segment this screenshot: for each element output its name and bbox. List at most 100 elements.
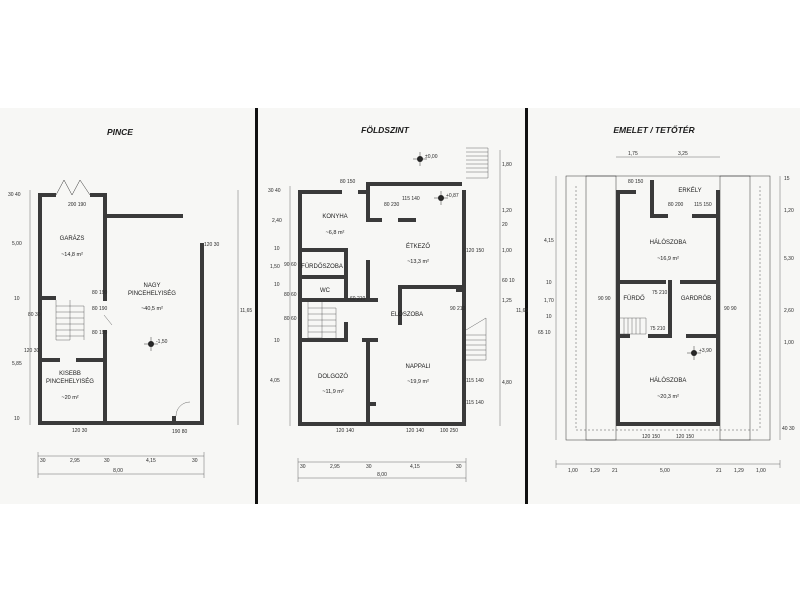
- wall: [358, 190, 370, 194]
- opening-label: 80 190: [92, 306, 108, 312]
- sheet-pince: [0, 108, 255, 504]
- plan-pince: PINCE GARÁZS ~14,8 m² NAGY PINCEHELYISÉG…: [8, 127, 252, 478]
- room-label: WC: [320, 288, 331, 294]
- wall: [38, 193, 56, 197]
- room-area: ~14,8 m²: [61, 252, 83, 258]
- level-crosshair: [687, 346, 701, 360]
- dimension-label: 65 10: [538, 330, 551, 336]
- wall: [344, 248, 348, 298]
- wall: [298, 190, 302, 426]
- wall: [616, 280, 666, 284]
- wall: [76, 358, 106, 362]
- dimension-label: 1,70: [544, 298, 554, 304]
- room-label: NAGY: [143, 283, 160, 289]
- wall: [38, 421, 203, 425]
- dimension-label: 1,80: [502, 162, 512, 168]
- opening-label: 100 250: [440, 428, 458, 434]
- dimension-label: 21: [716, 468, 722, 474]
- opening-label: 200 190: [68, 202, 86, 208]
- opening-label: 80 230: [384, 202, 400, 208]
- wall: [650, 214, 668, 218]
- dimension-label: 4,15: [146, 458, 156, 464]
- dimension-label: 10: [14, 296, 20, 302]
- level-label: -1,50: [156, 339, 168, 345]
- opening-label: 80 190: [92, 290, 108, 296]
- dimension-label: 30 40: [268, 188, 281, 194]
- level-crosshair: [413, 152, 427, 166]
- dimension-label: 30 40: [8, 192, 21, 198]
- room-label: ÉTKEZŐ: [406, 243, 430, 250]
- room-area: ~16,9 m²: [657, 256, 679, 262]
- dimension-label: 60 10: [502, 278, 515, 284]
- room-label: DOLGOZÓ: [318, 373, 348, 380]
- dimension-label: 40 30: [782, 426, 795, 432]
- wall: [103, 193, 107, 301]
- wall: [366, 182, 462, 186]
- opening-label: 120 30: [72, 428, 88, 434]
- dimension-label: 20: [502, 222, 508, 228]
- wall: [298, 248, 348, 252]
- dimension-label: 30: [40, 458, 46, 464]
- roof-outline: [565, 175, 771, 441]
- wall: [172, 416, 176, 425]
- dimension-label: 1,25: [502, 298, 512, 304]
- wall: [38, 193, 42, 425]
- wall: [616, 190, 620, 426]
- dimension-label: 3,25: [678, 151, 688, 157]
- dimension-line: [29, 190, 239, 425]
- room-label: KISEBB: [59, 371, 81, 377]
- opening-label: 115 150: [694, 202, 712, 208]
- room-label: NAPPALI: [406, 364, 431, 370]
- dimension-label: 1,50: [270, 264, 280, 270]
- dimension-label: 15: [784, 176, 790, 182]
- dimension-line: [37, 452, 205, 478]
- dimension-line: [289, 150, 501, 426]
- level-label: +3,90: [699, 348, 712, 354]
- opening-label: 80 200: [668, 202, 684, 208]
- dimension-label: 1,00: [784, 340, 794, 346]
- room-label: HÁLÓSZOBA: [650, 239, 687, 246]
- wall: [38, 296, 56, 300]
- level-label: ±0,00: [425, 154, 438, 160]
- opening-label: 115 140: [466, 400, 484, 406]
- dimension-label: 5,30: [784, 256, 794, 262]
- dimension-label: 4,15: [544, 238, 554, 244]
- wall: [90, 193, 106, 197]
- wall: [366, 260, 370, 302]
- door-swing: [103, 314, 191, 417]
- wall: [366, 338, 370, 422]
- dimension-label: 11,65: [240, 308, 252, 314]
- sheet-emelet: [528, 108, 800, 504]
- dimension-label: 30: [300, 464, 306, 470]
- wall: [298, 298, 378, 302]
- opening-label: 120 150: [676, 434, 694, 440]
- dimension-label: 30: [456, 464, 462, 470]
- opening-label: 120 30: [24, 348, 40, 354]
- opening-label: 80 30: [28, 312, 41, 318]
- room-label: FÜRDŐSZOBA: [301, 263, 343, 270]
- wall: [398, 285, 402, 325]
- stairs: [55, 300, 85, 341]
- wall: [616, 422, 720, 426]
- wall: [366, 218, 382, 222]
- wall: [298, 338, 348, 342]
- plan-title: FÖLDSZINT: [361, 125, 409, 135]
- dimension-label: 1,75: [628, 151, 638, 157]
- opening-label: 90 90: [598, 296, 611, 302]
- dimension-label: 21: [612, 468, 618, 474]
- wall: [200, 243, 204, 425]
- stairs: [307, 302, 337, 339]
- dimension-label: 30: [104, 458, 110, 464]
- dimension-label: 2,60: [784, 308, 794, 314]
- wall: [398, 218, 416, 222]
- dimension-label: 1,29: [590, 468, 600, 474]
- dimension-label: 10: [274, 338, 280, 344]
- garage-door: [55, 179, 91, 196]
- room-label: GARDRÓB: [681, 295, 711, 302]
- dimension-label: 1,29: [734, 468, 744, 474]
- roof-edge: [575, 186, 761, 431]
- roof-slope: [585, 175, 617, 441]
- wall: [648, 334, 672, 338]
- dimension-label: 1,00: [502, 248, 512, 254]
- dimension-label: 4,05: [270, 378, 280, 384]
